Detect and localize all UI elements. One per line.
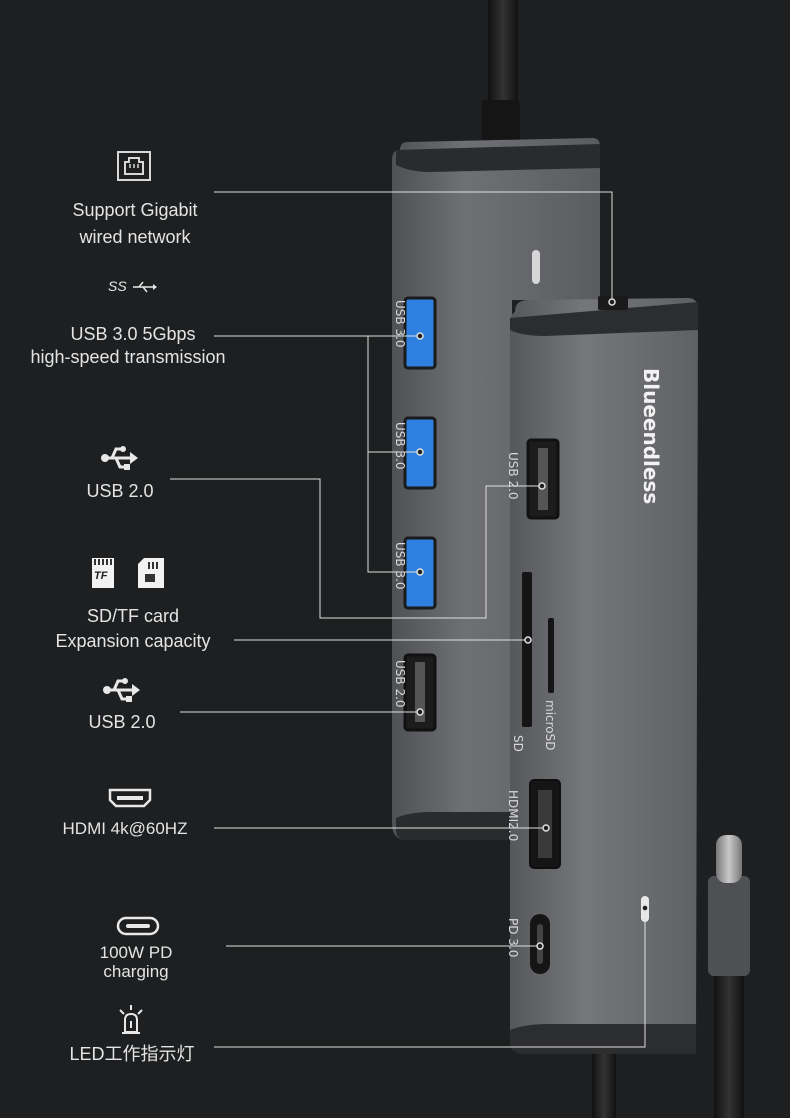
pd-feature-line1: 100W PD [99, 943, 173, 962]
leader-lines [170, 191, 646, 1048]
tf-badge: TF [94, 570, 108, 582]
bottom-cable [592, 1054, 616, 1118]
pd-label: PD 3.0 [506, 918, 520, 957]
hdmi-label: HDMI2.0 [506, 790, 520, 841]
ethernet-port-icon [116, 148, 152, 187]
sd-label: SD [511, 735, 525, 752]
front-hub: Blueendless USB 2.0 SD microSD HDMI2.0 P… [506, 296, 698, 1054]
superspeed-badge: SS [108, 278, 127, 294]
usb-icon [100, 444, 138, 477]
sd-card-icon [136, 556, 166, 595]
microsd-label: microSD [543, 700, 557, 751]
ethernet-feature-line1: Support Gigabit [72, 200, 198, 220]
led-feature: LED工作指示灯 [69, 1044, 195, 1064]
hdmi-port-icon [108, 788, 152, 813]
sd-slot [522, 572, 532, 727]
brand-name: Blueendless [639, 368, 663, 504]
side-cable [714, 960, 744, 1118]
ethernet-feature-line2: wired network [79, 227, 191, 247]
microsd-slot [548, 618, 554, 693]
usb-c-plug [716, 835, 742, 883]
hdmi-feature: HDMI 4k@60HZ [62, 819, 188, 838]
usb-icon-bottom [102, 676, 140, 709]
tf-card-icon: TF [90, 556, 116, 595]
top-cable [488, 0, 518, 110]
back-port-label-4: USB 2.0 [393, 660, 407, 708]
top-cable-boot [482, 100, 520, 148]
back-port-label-1: USB 3.0 [393, 300, 407, 348]
card-feature-line1: SD/TF card [86, 606, 179, 626]
back-port-label-2: USB 3.0 [393, 422, 407, 470]
usb2-bottom-feature: USB 2.0 [88, 712, 156, 732]
led-light-icon [116, 1004, 146, 1041]
usb2-top-feature: USB 2.0 [86, 481, 154, 501]
side-plug-boot [708, 876, 750, 976]
front-usb2-label: USB 2.0 [506, 452, 520, 500]
usb3-feature-line2: high-speed transmission [30, 347, 226, 367]
usb-c-port-icon [116, 916, 160, 941]
pd-feature-line2: charging [103, 962, 169, 981]
card-feature-line2: Expansion capacity [55, 631, 211, 651]
superspeed-usb-icon: SS [108, 278, 158, 300]
back-port-label-3: USB 3.0 [393, 542, 407, 590]
usb3-feature-line1: USB 3.0 5Gbps [70, 324, 196, 344]
